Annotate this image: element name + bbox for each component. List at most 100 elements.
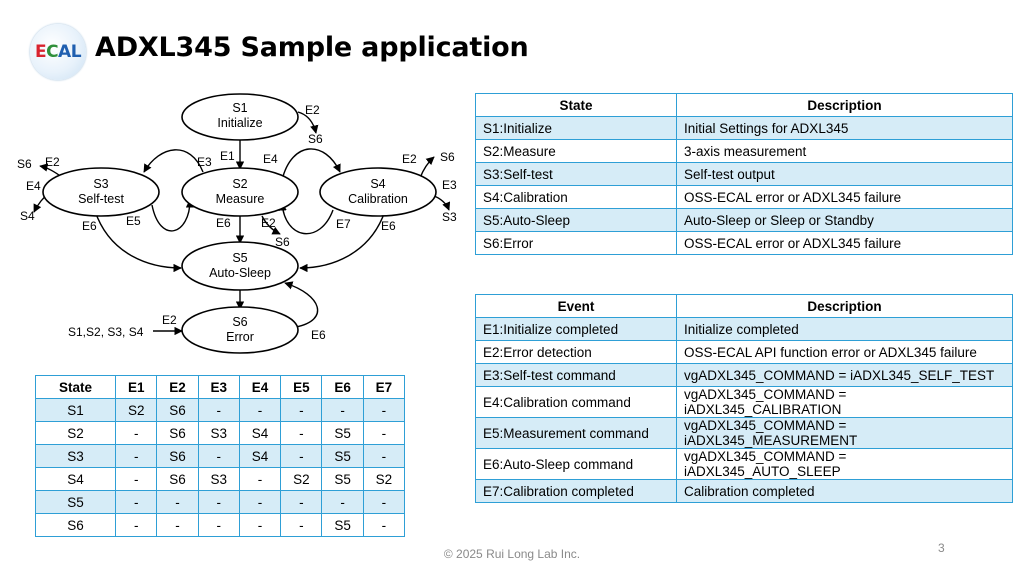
table-cell: OSS-ECAL API function error or ADXL345 f… (676, 340, 1013, 364)
table-cell: Initialize completed (676, 317, 1013, 341)
label-s1-e2: E2 (305, 103, 320, 117)
table-cell: OSS-ECAL error or ADXL345 failure (676, 185, 1013, 209)
table-cell: S6 (156, 444, 199, 468)
table-cell: - (280, 490, 323, 514)
table-cell: - (115, 513, 158, 537)
table-cell: S5 (321, 421, 364, 445)
s1-name: Initialize (217, 116, 262, 130)
table-cell: - (115, 467, 158, 491)
table-cell: S5 (321, 444, 364, 468)
label-e3: E3 (197, 155, 212, 169)
state-s2-node (181, 167, 299, 217)
s3-id: S3 (93, 177, 108, 191)
table-cell: S1 (34, 398, 117, 422)
edge-s4-s5 (299, 210, 386, 273)
logo-letters-al: AL (58, 42, 82, 62)
table-cell: S3 (197, 421, 240, 445)
table-cell: S6 (156, 467, 199, 491)
label-all-e2: E2 (162, 313, 177, 327)
table-header-row: State E1 E2 E3 E4 E5 E6 E7 (34, 375, 406, 399)
table-cell: - (238, 467, 282, 491)
edge-s4-s2 (278, 202, 334, 235)
label-e1: E1 (220, 149, 235, 163)
table-cell: - (238, 398, 282, 422)
table-cell: - (280, 513, 323, 537)
table-cell: S5 (321, 513, 364, 537)
s6-id: S6 (232, 315, 247, 329)
table-cell: S2 (34, 421, 117, 445)
table-cell: vgADXL345_COMMAND = iADXL345_CALIBRATION (676, 386, 1013, 418)
table-row: S6-----S5- (34, 513, 406, 537)
s4-name: Calibration (348, 192, 408, 206)
edge-s6-s5 (284, 281, 319, 328)
col-header: E2 (156, 375, 199, 399)
s1-id: S1 (232, 101, 247, 115)
table-cell: S5 (34, 490, 117, 514)
table-cell: S4 (34, 467, 117, 491)
table-cell: S4 (238, 444, 282, 468)
label-e7: E7 (336, 217, 351, 231)
edge-s3-s2 (151, 199, 195, 232)
col-header: E6 (321, 375, 364, 399)
label-right-e3: E3 (442, 178, 457, 192)
s2-name: Measure (216, 192, 265, 206)
label-s6-e6: E6 (311, 328, 326, 342)
table-row: S5------- (34, 490, 406, 514)
s2-id: S2 (232, 177, 247, 191)
table-header-row: State Description (475, 93, 1013, 117)
table-cell: - (197, 513, 240, 537)
edge-s2-e2 (261, 215, 281, 235)
table-header-row: Event Description (475, 294, 1013, 318)
table-cell: - (197, 490, 240, 514)
table-cell: S3 (34, 444, 117, 468)
label-right-s6: S6 (440, 150, 455, 164)
table-cell: OSS-ECAL error or ADXL345 failure (676, 231, 1013, 255)
s6-name: Error (226, 330, 254, 344)
table-cell: E4:Calibration command (475, 386, 677, 418)
table-cell: S3:Self-test (475, 162, 677, 186)
label-s3-e6: E6 (82, 219, 97, 233)
table-cell: S2 (280, 467, 323, 491)
table-cell: - (280, 398, 323, 422)
label-left-e2: E2 (45, 155, 60, 169)
col-header: State (34, 375, 117, 399)
table-cell: S6:Error (475, 231, 677, 255)
logo-letter-c: C (46, 42, 59, 62)
col-header: E3 (197, 375, 240, 399)
table-cell: Initial Settings for ADXL345 (676, 116, 1013, 140)
table-cell: E7:Calibration completed (475, 479, 677, 503)
table-cell: S4 (238, 421, 282, 445)
table-cell: E3:Self-test command (475, 363, 677, 387)
col-header: E7 (362, 375, 406, 399)
col-header-description: Description (676, 93, 1013, 117)
logo-letter-e: E (34, 42, 47, 62)
label-right-e2: E2 (402, 152, 417, 166)
table-cell: S2 (115, 398, 158, 422)
table-cell: - (321, 398, 364, 422)
table-cell: E2:Error detection (475, 340, 677, 364)
table-cell: S1:Initialize (475, 116, 677, 140)
table-cell: E6:Auto-Sleep command (475, 448, 677, 480)
col-header: E1 (115, 375, 158, 399)
label-from-all: S1,S2, S3, S4 (68, 325, 144, 339)
table-cell: - (280, 421, 323, 445)
footer-copyright: © 2025 Rui Long Lab Inc. (443, 547, 581, 561)
edge-s1-e2 (297, 111, 319, 134)
table-cell: vgADXL345_COMMAND = iADXL345_AUTO_SLEEP (676, 448, 1013, 480)
table-row: S3-S6-S4-S5- (34, 444, 406, 468)
edge-s3-s5 (94, 210, 182, 273)
table-cell: Auto-Sleep or Sleep or Standby (676, 208, 1013, 232)
s3-name: Self-test (78, 192, 124, 206)
table-cell: - (197, 398, 240, 422)
table-cell: - (362, 513, 406, 537)
